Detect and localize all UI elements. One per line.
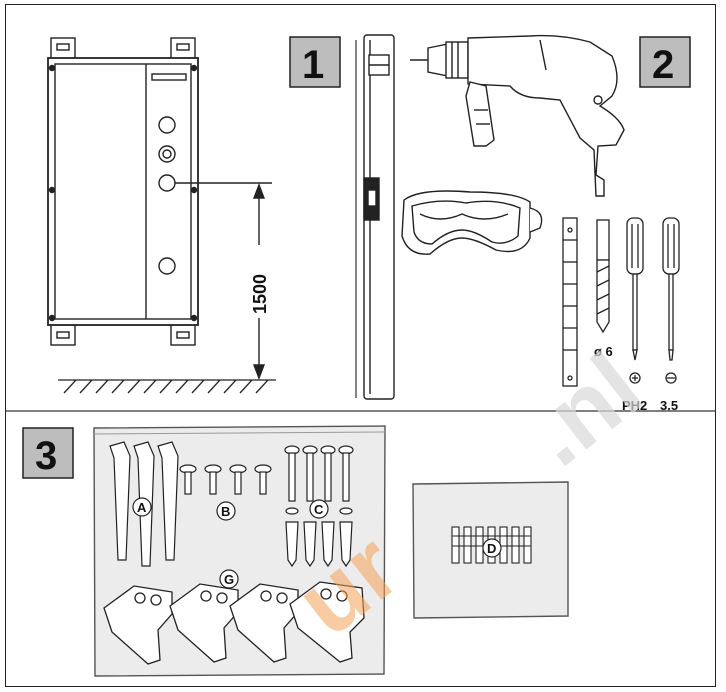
part-a-letter: A — [137, 500, 147, 515]
drill-icon — [410, 34, 625, 197]
step-1-number: 1 — [302, 43, 324, 87]
flathead-screwdriver-icon — [662, 217, 680, 384]
screws-b — [179, 464, 272, 495]
step-2-badge: 2 — [639, 36, 691, 88]
mounting-blocks-g — [103, 581, 365, 665]
height-dimension — [175, 182, 272, 380]
spirit-level-icon — [363, 34, 395, 400]
flathead-size-label: 3.5 — [660, 398, 678, 413]
cabinet-illustration — [47, 37, 199, 346]
drill-bit-label: ø 6 — [594, 344, 613, 359]
floor-hatch — [58, 379, 276, 394]
safety-goggles-icon — [401, 190, 543, 255]
drill-bit-icon — [596, 219, 610, 334]
step-1-badge: 1 — [289, 36, 341, 88]
part-label-d: D — [482, 538, 502, 558]
step-3-badge: 3 — [22, 427, 74, 479]
phillips-size-label: PH2 — [622, 398, 647, 413]
part-label-c: C — [309, 499, 329, 519]
figure-frame — [5, 4, 716, 687]
watermark-grey-text: .nl — [507, 333, 661, 486]
part-label-g: G — [219, 569, 239, 589]
part-d-letter: D — [487, 541, 496, 556]
part-c-letter: C — [314, 502, 324, 517]
phillips-screwdriver-icon — [626, 217, 644, 384]
part-b-letter: B — [221, 504, 230, 519]
step-3-number: 3 — [35, 434, 57, 478]
height-dimension-label: 1500 — [250, 274, 270, 314]
step-2-number: 2 — [652, 43, 674, 87]
screws-and-plugs-c — [284, 445, 354, 568]
part-g-letter: G — [224, 572, 234, 587]
folding-ruler-icon — [562, 217, 578, 387]
part-label-b: B — [216, 501, 236, 521]
part-label-a: A — [132, 497, 152, 517]
